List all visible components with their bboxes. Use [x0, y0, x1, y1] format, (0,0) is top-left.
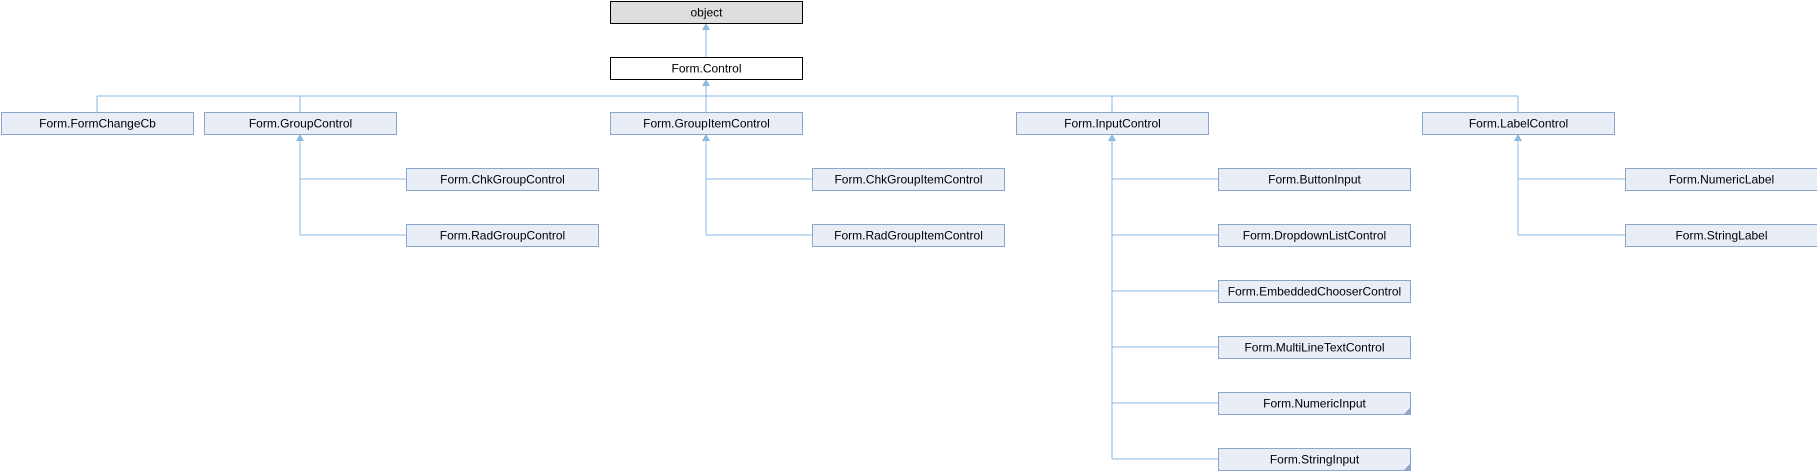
class-node-numericlabel[interactable]: Form.NumericLabel — [1625, 168, 1817, 191]
arrowhead-labelcontrol — [1514, 134, 1522, 141]
class-node-dropdownlistcontrol[interactable]: Form.DropdownListControl — [1218, 224, 1411, 247]
class-box — [1, 112, 194, 135]
class-box — [1016, 112, 1209, 135]
class-node-multilinetextcontrol[interactable]: Form.MultiLineTextControl — [1218, 336, 1411, 359]
class-node-groupcontrol[interactable]: Form.GroupControl — [204, 112, 397, 135]
more-subclasses-icon — [1404, 464, 1410, 470]
class-box — [1218, 392, 1411, 415]
class-label: Form.GroupItemControl — [643, 117, 770, 131]
class-label: Form.ChkGroupControl — [440, 173, 565, 187]
class-label: Form.DropdownListControl — [1243, 229, 1386, 243]
arrowhead-object — [702, 23, 710, 30]
class-label: Form.FormChangeCb — [39, 117, 156, 131]
class-node-radgroupcontrol[interactable]: Form.RadGroupControl — [406, 224, 599, 247]
class-node-embeddedchoosercontrol[interactable]: Form.EmbeddedChooserControl — [1218, 280, 1411, 303]
inheritance-edges — [96, 23, 1625, 460]
arrowhead-groupitemcontrol — [702, 134, 710, 141]
class-node-stringlabel[interactable]: Form.StringLabel — [1625, 224, 1817, 247]
class-label: Form.LabelControl — [1469, 117, 1568, 131]
class-label: Form.StringInput — [1270, 453, 1360, 467]
class-node-buttoninput[interactable]: Form.ButtonInput — [1218, 168, 1411, 191]
class-label: Form.GroupControl — [249, 117, 352, 131]
arrowhead-control — [702, 79, 710, 86]
class-box — [1422, 112, 1615, 135]
class-box — [1625, 224, 1817, 247]
class-box — [812, 168, 1005, 191]
class-node-chkgroupitemcontrol[interactable]: Form.ChkGroupItemControl — [812, 168, 1005, 191]
class-box — [610, 112, 803, 135]
more-subclasses-icon — [1404, 408, 1410, 414]
class-box — [1625, 168, 1817, 191]
class-box — [1218, 168, 1411, 191]
class-label: Form.EmbeddedChooserControl — [1228, 285, 1401, 299]
class-node-labelcontrol[interactable]: Form.LabelControl — [1422, 112, 1615, 135]
class-node-control[interactable]: Form.Control — [610, 57, 803, 80]
class-label: Form.ChkGroupItemControl — [834, 173, 982, 187]
class-box — [204, 112, 397, 135]
class-box — [1218, 448, 1411, 471]
class-label: Form.RadGroupItemControl — [834, 229, 983, 243]
arrowhead-inputcontrol — [1108, 134, 1116, 141]
class-box — [1218, 280, 1411, 303]
class-node-stringinput[interactable]: Form.StringInput — [1218, 448, 1411, 471]
class-node-object[interactable]: object — [610, 1, 803, 24]
class-box — [406, 168, 599, 191]
class-box — [406, 224, 599, 247]
class-box — [610, 57, 803, 80]
class-label: Form.Control — [671, 62, 741, 76]
class-label: Form.RadGroupControl — [440, 229, 565, 243]
class-node-numericinput[interactable]: Form.NumericInput — [1218, 392, 1411, 415]
class-box — [610, 1, 803, 24]
class-box — [812, 224, 1005, 247]
class-label: Form.NumericLabel — [1669, 173, 1774, 187]
class-label: Form.ButtonInput — [1268, 173, 1361, 187]
class-label: Form.MultiLineTextControl — [1244, 341, 1384, 355]
class-label: object — [690, 6, 723, 20]
class-node-groupitemcontrol[interactable]: Form.GroupItemControl — [610, 112, 803, 135]
class-node-radgroupitemcontrol[interactable]: Form.RadGroupItemControl — [812, 224, 1005, 247]
class-node-inputcontrol[interactable]: Form.InputControl — [1016, 112, 1209, 135]
class-label: Form.StringLabel — [1675, 229, 1767, 243]
class-node-chkgroupcontrol[interactable]: Form.ChkGroupControl — [406, 168, 599, 191]
class-node-formchangecb[interactable]: Form.FormChangeCb — [1, 112, 194, 135]
arrowhead-groupcontrol — [296, 134, 304, 141]
class-label: Form.NumericInput — [1263, 397, 1366, 411]
class-box — [1218, 224, 1411, 247]
class-box — [1218, 336, 1411, 359]
class-label: Form.InputControl — [1064, 117, 1161, 131]
